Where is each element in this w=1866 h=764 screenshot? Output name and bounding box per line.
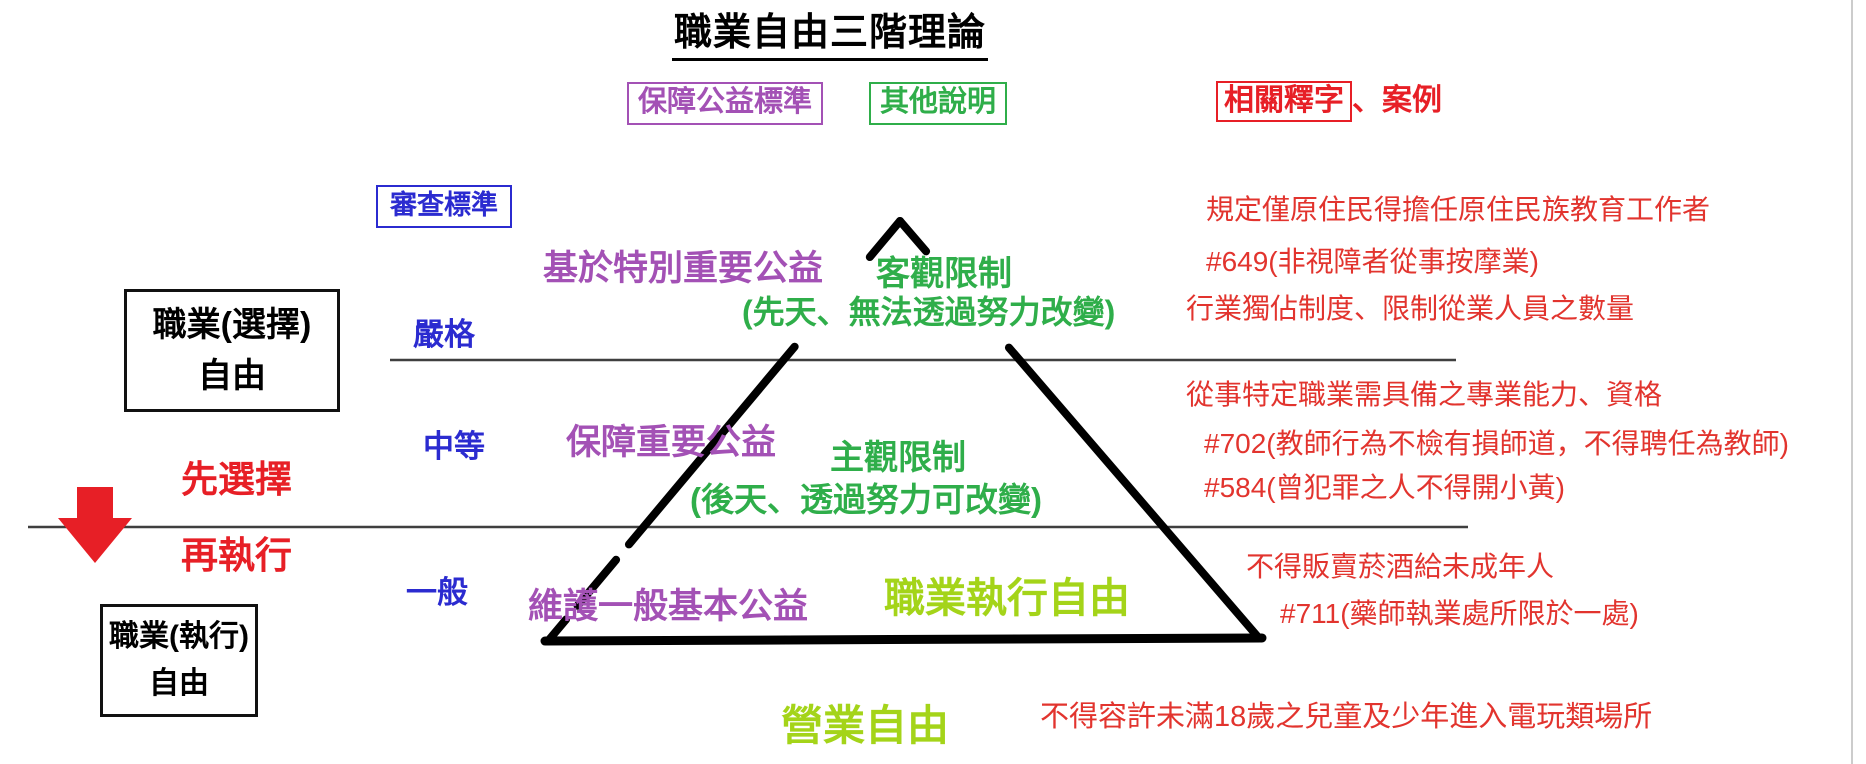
triangle-left-edge [544,217,904,645]
triangle-right-edge [896,217,1262,641]
down-arrow-icon [58,487,132,563]
triangle-bottom-edge [540,633,1267,646]
